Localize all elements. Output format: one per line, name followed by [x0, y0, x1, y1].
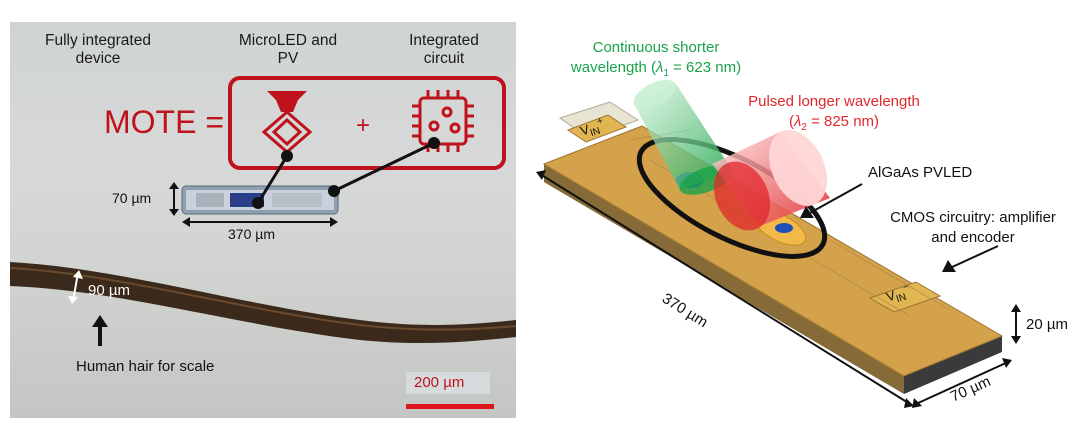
scale-bar-label-bg [406, 372, 490, 394]
microled-leader-line [256, 155, 289, 204]
ic-chip-icon [412, 90, 474, 152]
vin-minus-pad [868, 281, 942, 313]
dim-90-label: 90 µm [88, 282, 130, 299]
pulsed-prefix: ( [788, 113, 794, 130]
microscope-photo [10, 22, 516, 418]
continuous-prefix: wavelength ( [570, 59, 656, 76]
lambda-1-sub: 1 [663, 68, 669, 79]
pulsed-label: Pulsed longer wavelength (λ2 = 825 nm) [724, 92, 944, 133]
label-microled: MicroLED and PV [238, 32, 338, 67]
mote-3d-diagram [536, 79, 1021, 408]
ic-leader-line [333, 141, 435, 193]
cmos-line2: and encoder [931, 229, 1015, 246]
cmos-pointer [949, 245, 999, 269]
continuous-line2: wavelength (λ1 = 623 nm) [556, 58, 756, 79]
pulsed-line2: (λ2 = 825 nm) [724, 112, 944, 133]
cmos-line1: CMOS circuitry: amplifier [890, 209, 1056, 226]
label-ic: Integrated circuit [409, 32, 479, 67]
pulsed-line1: Pulsed longer wavelength [748, 93, 920, 110]
continuous-label: Continuous shorter wavelength (λ1 = 623 … [556, 38, 756, 79]
green-beam [634, 84, 732, 190]
dim-370-arrow [539, 173, 911, 405]
lambda-2: λ [793, 113, 802, 130]
hair-caption: Human hair for scale [76, 358, 215, 375]
mote-photo-diagram [9, 76, 517, 409]
pvled-pointer [807, 183, 863, 215]
pvled-label: AlGaAs PVLED [868, 164, 973, 181]
continuous-value: = 623 nm) [668, 59, 742, 76]
mote-components-box [228, 76, 506, 170]
continuous-line1: Continuous shorter [592, 39, 720, 56]
chip-substrate [544, 164, 1002, 394]
dim-70-arrow [915, 361, 1009, 405]
dim-370-label: 370 µm [228, 226, 275, 242]
lambda-2-sub: 2 [801, 122, 807, 133]
plus-sign: + [356, 112, 371, 139]
pulsed-value: = 825 nm) [806, 113, 880, 130]
dim-70-label: 70 µm [112, 190, 152, 206]
scale-bar-label: 200 µm [414, 374, 465, 391]
lambda-1: λ [655, 59, 664, 76]
cmos-label: CMOS circuitry: amplifier and encoder [868, 208, 1078, 248]
label-device: Fully integrated device [45, 32, 151, 67]
dim-20-label: 20 µm [1026, 316, 1068, 333]
mote-equation: MOTE = [104, 104, 225, 140]
vin-plus-pad [566, 114, 628, 143]
scale-bar [406, 404, 494, 409]
microled-icon [261, 91, 313, 162]
human-hair [10, 262, 516, 344]
